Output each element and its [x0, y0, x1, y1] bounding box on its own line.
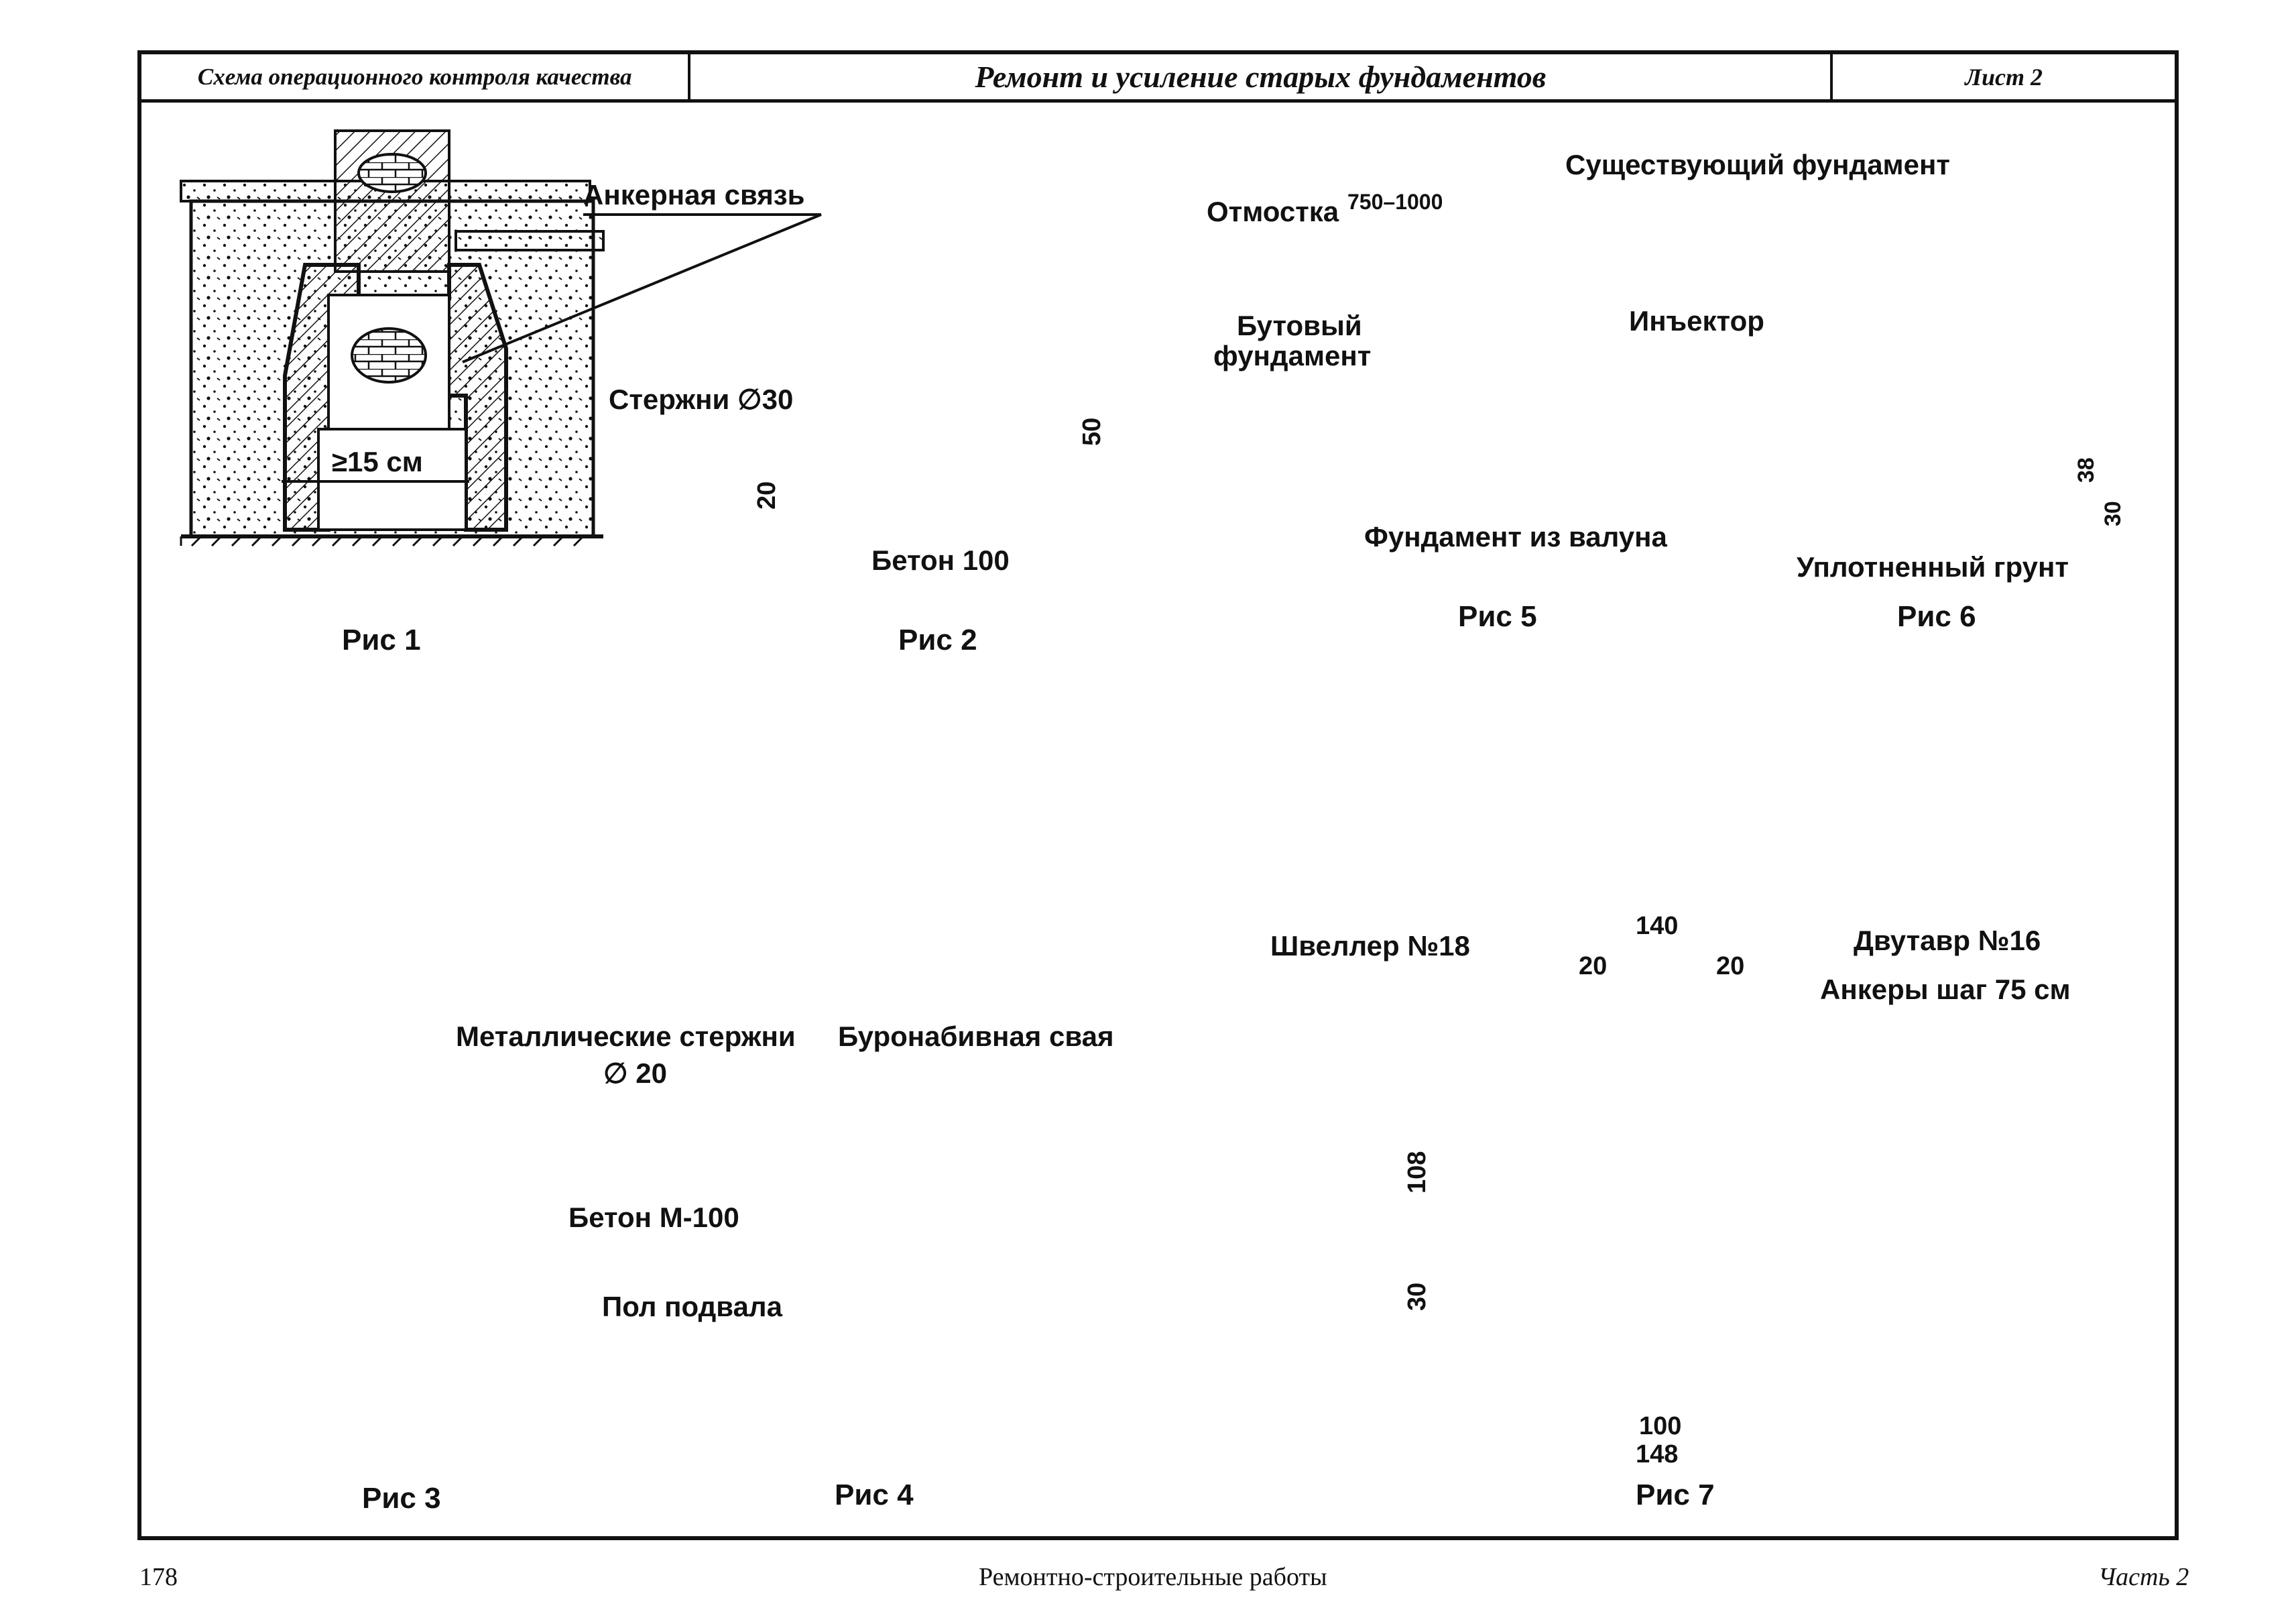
fig5-caption: Рис 5 — [1458, 600, 1537, 633]
fig4-label-bored-pile: Буронабивная свая — [838, 1021, 1114, 1052]
header-main-title: Ремонт и усиление старых фундаментов — [690, 54, 1833, 99]
fig5-label-existing-foundation: Существующий фундамент — [1565, 149, 1950, 180]
fig2-caption: Рис 2 — [898, 624, 977, 656]
fig6-dim-30: 30 — [2100, 501, 2126, 526]
fig6-label-compacted-soil: Уплотненный грунт — [1797, 551, 2069, 583]
fig7-caption: Рис 7 — [1636, 1478, 1715, 1511]
fig4-label-basement-floor: Пол подвала — [602, 1291, 782, 1322]
fig5-dim-blind-area: 750–1000 — [1347, 190, 1443, 214]
fig5-label-rubble-1: Бутовый — [1237, 310, 1362, 341]
footer-book-title: Ремонтно-строительные работы — [979, 1563, 1327, 1591]
fig7-dim-108: 108 — [1403, 1151, 1431, 1194]
fig7-label-channel: Швеллер №18 — [1270, 930, 1470, 962]
fig6-caption: Рис 6 — [1897, 600, 1976, 633]
header-scheme-title: Схема операционного контроля качества — [141, 54, 691, 99]
fig7-dim-100: 100 — [1639, 1412, 1682, 1440]
fig5-label-injector: Инъектор — [1629, 305, 1764, 337]
fig2-label-concrete: Бетон 100 — [871, 544, 1010, 576]
fig5-label-boulder-foundation: Фундамент из валуна — [1364, 521, 1667, 553]
fig3-caption: Рис 3 — [362, 1482, 441, 1515]
fig1-drawing — [180, 129, 822, 547]
header-sheet-number: Лист 2 — [1965, 63, 2043, 91]
footer-part: Часть 2 — [2098, 1563, 2189, 1591]
title-block: Схема операционного контроля качества Ре… — [141, 54, 2175, 103]
fig1-label-min-width: ≥15 см — [332, 446, 423, 477]
fig3-label-concrete: Бетон М-100 — [568, 1202, 739, 1233]
fig3-label-metal-rods: Металлические стержни — [456, 1021, 796, 1052]
fig7-dim-20-left: 20 — [1579, 952, 1608, 980]
fig5-label-rubble-2: фундамент — [1213, 340, 1372, 371]
fig7-dim-140: 140 — [1636, 912, 1679, 940]
fig7-dim-20-right: 20 — [1716, 952, 1745, 980]
fig1-label-anchor-link: Анкерная связь — [583, 179, 805, 211]
fig4-caption: Рис 4 — [835, 1478, 914, 1511]
drawing-sheet: Схема операционного контроля качества Ре… — [137, 50, 2179, 1540]
fig7-label-ibeam: Двутавр №16 — [1854, 925, 2041, 956]
fig6-dim-38: 38 — [2073, 457, 2099, 483]
fig2-dim-20: 20 — [753, 481, 781, 510]
fig2-label-rods: Стержни ∅30 — [609, 384, 794, 415]
footer-page-number: 178 — [139, 1563, 178, 1591]
fig2-dim-50: 50 — [1078, 417, 1106, 446]
fig5-label-blind-area: Отмостка — [1207, 196, 1339, 227]
fig3-label-rod-diameter: ∅ 20 — [603, 1057, 667, 1089]
fig7-dim-148: 148 — [1636, 1440, 1679, 1468]
fig1-caption: Рис 1 — [342, 624, 421, 656]
fig7-dim-30: 30 — [1403, 1282, 1431, 1311]
fig7-label-anchors: Анкеры шаг 75 см — [1820, 974, 2071, 1005]
